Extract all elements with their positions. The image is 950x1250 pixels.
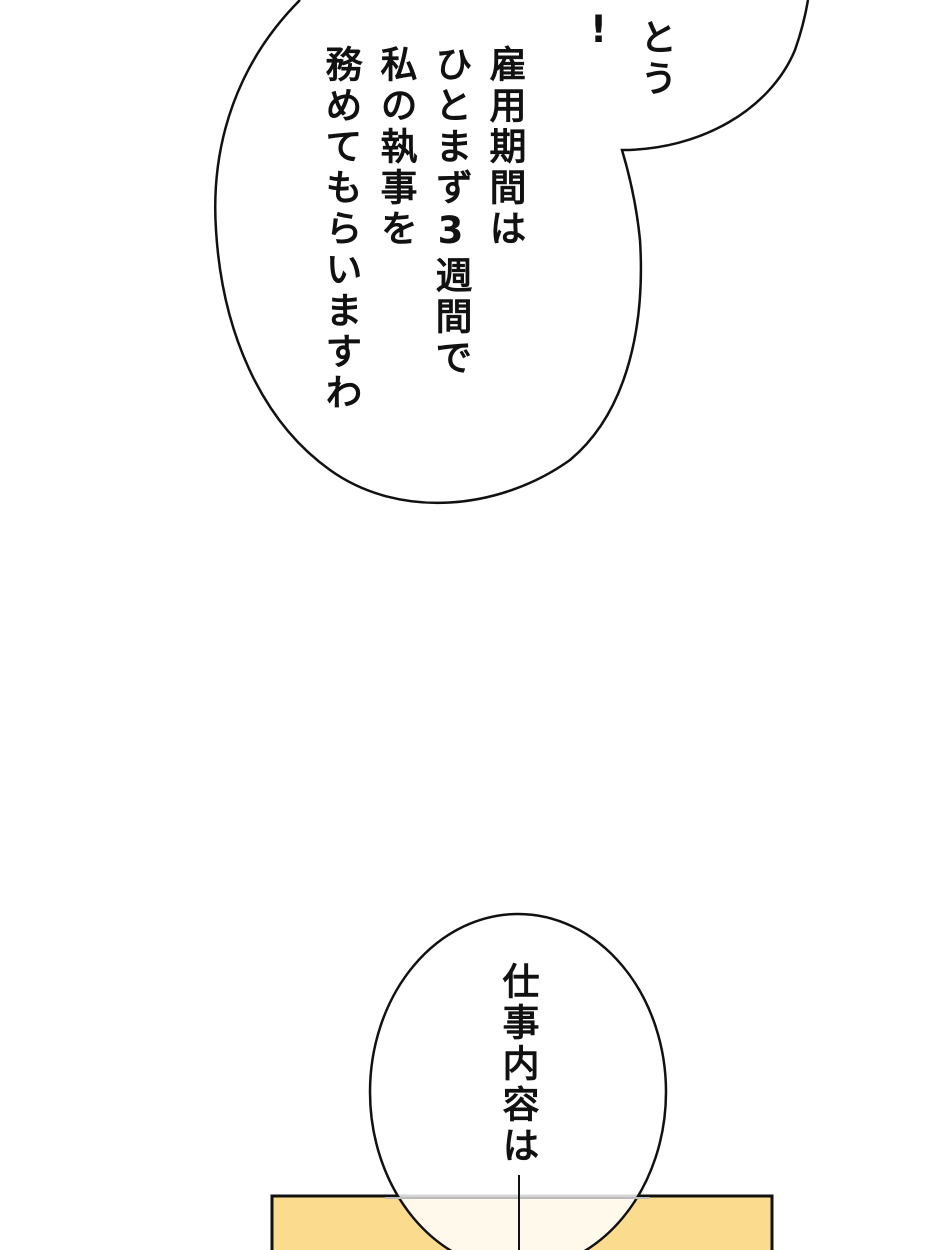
bubble-2-line-1: 仕事内容は <box>496 962 539 1167</box>
top-bubble-text-1: とう <box>634 18 677 100</box>
speech-bubble-2-outline <box>368 912 668 1250</box>
bubble-1-line-3: 私の執事を <box>374 45 417 250</box>
bubble-1-line-1: 雇用期間は <box>483 45 526 250</box>
top-bubble-text-2: ! <box>577 8 620 55</box>
speech-bubble-1-outline <box>214 0 810 505</box>
bubble-1-line-4: 務めてもらいますわ <box>319 45 362 414</box>
bubble-1-line-2: ひとまず3週間で <box>429 45 472 379</box>
